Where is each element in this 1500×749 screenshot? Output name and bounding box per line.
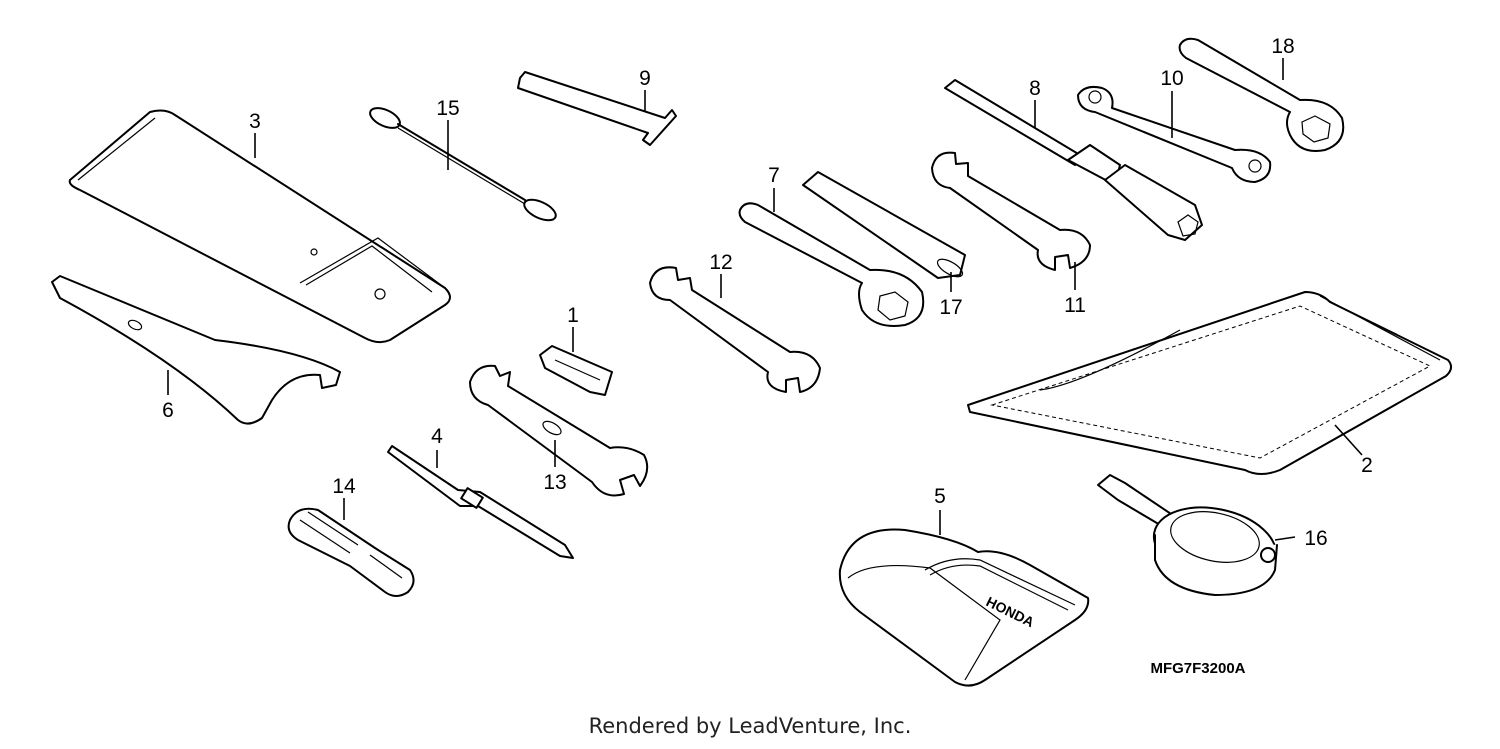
callout-10: 10: [1160, 67, 1183, 90]
part-10-ring-wrench[interactable]: [1077, 85, 1272, 183]
part-14-screwdriver-handle[interactable]: [287, 507, 415, 597]
callout-16: 16: [1304, 527, 1327, 550]
callout-4: 4: [431, 425, 443, 448]
part-18-box-wrench[interactable]: [1178, 37, 1345, 152]
part-5-honda-bag[interactable]: HONDA: [838, 528, 1090, 687]
footer-credit: Rendered by LeadVenture, Inc.: [588, 714, 912, 738]
callout-12: 12: [709, 251, 732, 274]
part-1-fuse-puller[interactable]: [539, 345, 613, 396]
callout-2: 2: [1361, 454, 1373, 477]
callout-7: 7: [768, 164, 780, 187]
part-13-wrench[interactable]: [469, 364, 649, 497]
leader-lines: [167, 58, 1363, 541]
part-11-wrench[interactable]: [931, 151, 1091, 271]
part-3-tool-bag[interactable]: [68, 109, 451, 344]
callout-numbers: 1 2 3 4 5 6 7 8 9 10 11 12 13 14 15 16 1…: [162, 35, 1373, 550]
callout-17: 17: [939, 296, 962, 319]
part-2-pouch[interactable]: [967, 291, 1452, 475]
part-15-wire-tool[interactable]: [367, 104, 559, 224]
callout-11: 11: [1064, 294, 1086, 317]
part-17-extension-bar[interactable]: [802, 171, 966, 280]
diagram-code: MFG7F3200A: [1150, 660, 1245, 677]
part-16-pressure-gauge[interactable]: [1097, 474, 1283, 596]
callout-13: 13: [543, 471, 566, 494]
part-12-wrench[interactable]: [649, 266, 821, 393]
callout-9: 9: [639, 67, 651, 90]
part-7-box-wrench[interactable]: [738, 202, 925, 327]
callout-8: 8: [1029, 77, 1041, 100]
callout-14: 14: [332, 475, 356, 498]
part-4-screwdriver-bit[interactable]: [387, 445, 574, 559]
callout-18: 18: [1271, 35, 1294, 58]
part-8-plug-wrench[interactable]: [944, 79, 1203, 241]
callout-3: 3: [249, 110, 261, 133]
part-6-pin-spanner[interactable]: [51, 275, 341, 425]
callout-5: 5: [934, 485, 946, 508]
part-9-hex-key[interactable]: [517, 71, 677, 146]
callout-1: 1: [567, 304, 579, 327]
callout-6: 6: [162, 399, 174, 422]
callout-15: 15: [436, 97, 459, 120]
